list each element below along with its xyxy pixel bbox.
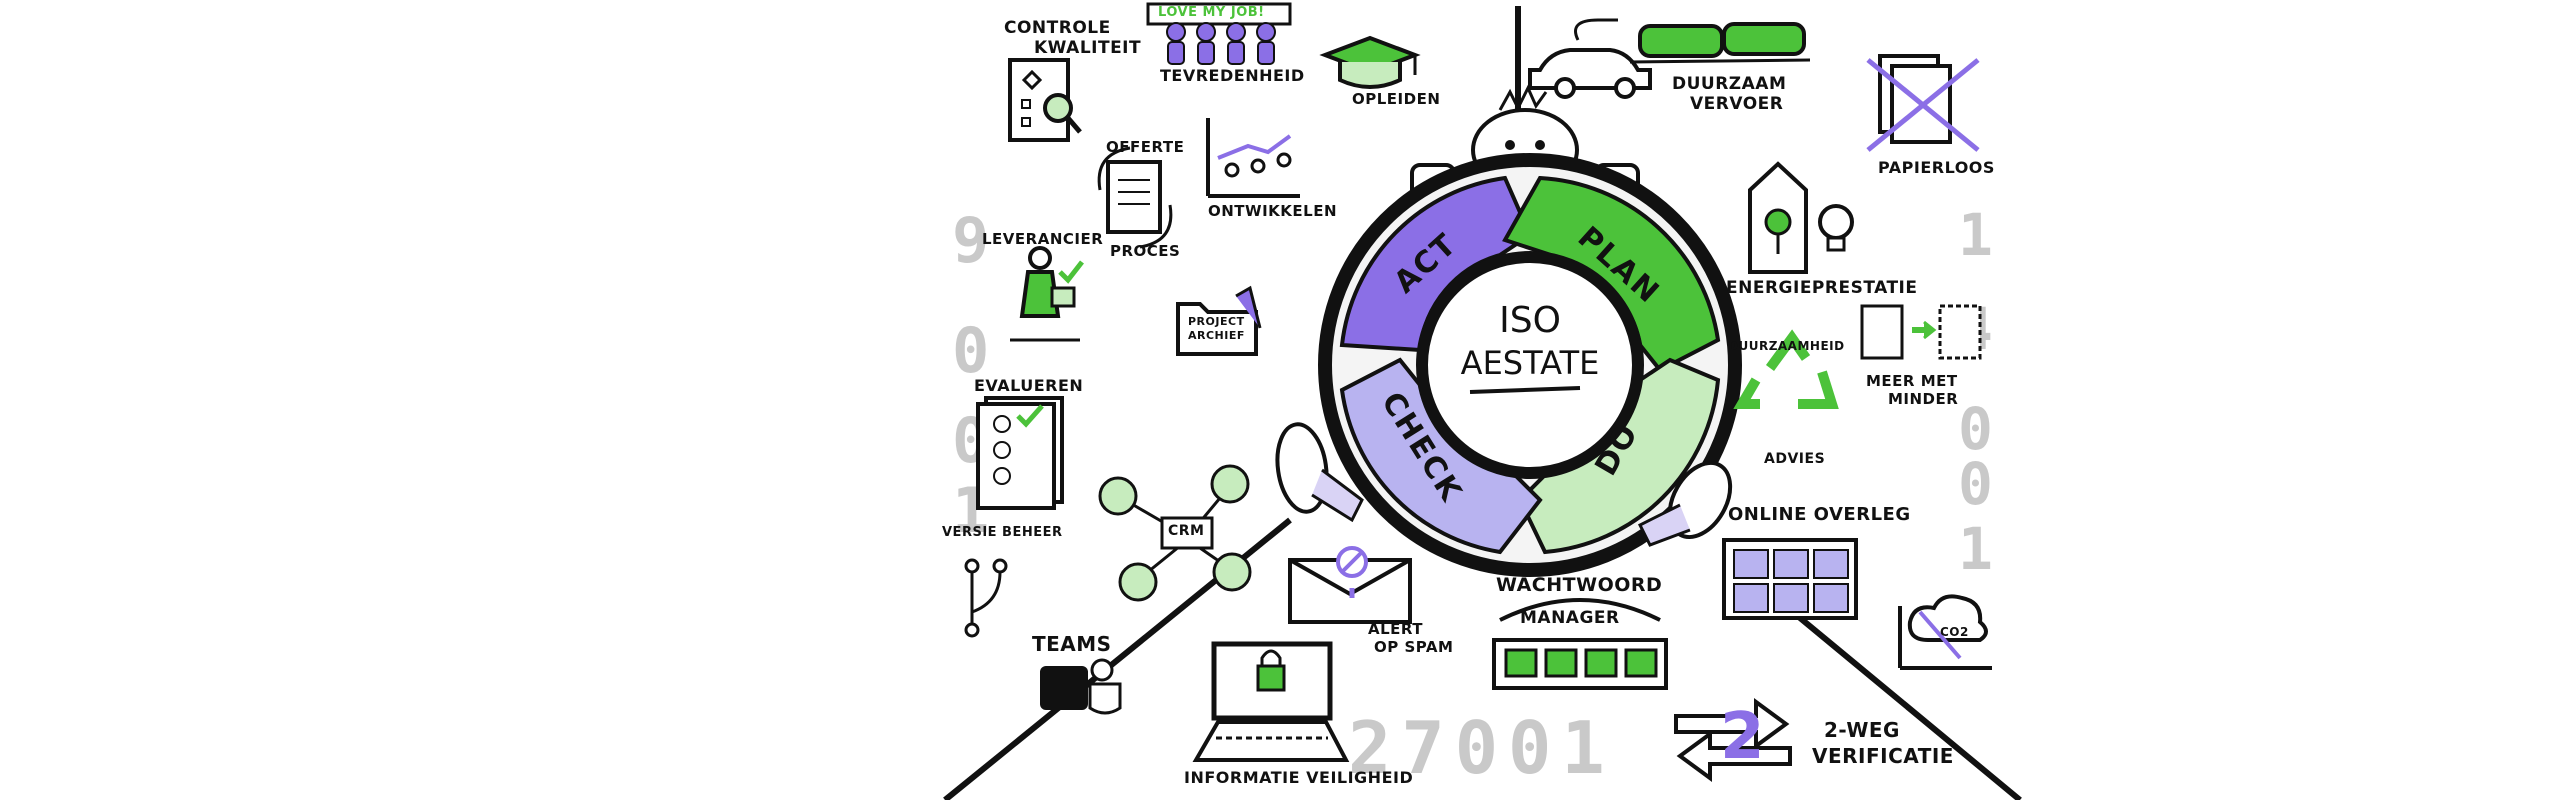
label-wachtwoord: WACHTWOORD	[1496, 574, 1663, 596]
ghost-right-4: 0	[1958, 450, 1993, 518]
label-verificatie: VERIFICATIE	[1812, 744, 1954, 768]
center-title-iso: ISO	[1499, 300, 1561, 341]
folder-icon	[1176, 285, 1262, 356]
label-advies: ADVIES	[1764, 451, 1826, 467]
supplier-person-icon	[1010, 246, 1084, 342]
label-offerte: OFFERTE	[1106, 138, 1185, 156]
label-leverancier: LEVERANCIER	[982, 230, 1104, 248]
version-branch-icon	[964, 558, 1008, 638]
label-versiebeheer: VERSIE BEHEER	[942, 525, 1063, 540]
label-2weg-number: 2	[1720, 700, 1766, 774]
label-2weg: 2-WEG	[1824, 718, 1900, 742]
growth-chart-icon	[1206, 118, 1300, 198]
label-co2: CO2	[1940, 625, 1969, 639]
pdca-ring	[1318, 153, 1742, 577]
car-train-icon	[1528, 18, 1811, 99]
ghost-right-5: 1	[1958, 515, 1993, 583]
teams-logo-icon	[1040, 658, 1122, 715]
label-alert: ALERT	[1368, 620, 1424, 638]
label-project: PROJECT	[1188, 315, 1245, 328]
ghost-left-2: 0	[952, 314, 990, 387]
label-tevredenheid: TEVREDENHEID	[1160, 66, 1305, 85]
recycle-icon	[1733, 329, 1839, 409]
ghost-right-1: 1	[1958, 201, 1993, 269]
label-op-spam: OP SPAM	[1374, 638, 1454, 656]
label-manager: MANAGER	[1520, 608, 1620, 628]
label-duurzaam: DUURZAAM	[1672, 74, 1787, 94]
laptop-lock-icon	[1192, 641, 1350, 762]
label-meer-met: MEER MET	[1866, 372, 1958, 390]
label-crm: CRM	[1168, 523, 1205, 539]
label-energieprestatie: ENERGIEPRESTATIE	[1726, 278, 1918, 298]
happy-team-icon	[1146, 2, 1292, 65]
spam-envelope-icon	[1288, 546, 1412, 624]
two-way-arrows-icon	[1674, 698, 1792, 782]
paperless-icon	[1866, 54, 1980, 152]
evaluation-form-icon	[976, 396, 1064, 510]
buildings-icon	[1860, 304, 1982, 360]
crm-network-icon	[1098, 464, 1252, 602]
label-papierloos: PAPIERLOOS	[1878, 158, 1995, 177]
video-call-icon	[1722, 538, 1858, 620]
label-ontwikkelen: ONTWIKKELEN	[1208, 202, 1338, 220]
energy-house-icon	[1748, 161, 1854, 274]
label-opleiden: OPLEIDEN	[1352, 90, 1441, 108]
graduation-cap-icon	[1319, 35, 1421, 89]
right-foot	[1637, 461, 1733, 547]
label-evalueren: EVALUEREN	[974, 376, 1084, 395]
label-teams: TEAMS	[1032, 632, 1112, 656]
co2-cloud-icon	[1898, 594, 1992, 670]
label-kwaliteit: KWALITEIT	[1034, 38, 1142, 58]
password-manager-icon	[1492, 598, 1668, 690]
label-online-overleg: ONLINE OVERLEG	[1728, 504, 1911, 525]
label-proces: PROCES	[1110, 242, 1181, 260]
process-cycle-icon	[1097, 146, 1173, 249]
label-love-my-job: LOVE MY JOB!	[1158, 5, 1265, 20]
label-archief: ARCHIEF	[1188, 329, 1245, 342]
ghost-number-bottom: 27001	[1348, 706, 1615, 790]
center-title-aestate: AESTATE	[1460, 344, 1600, 382]
left-foot	[1275, 422, 1364, 523]
label-minder: MINDER	[1888, 390, 1959, 408]
label-duurzaamheid: DUURZAAMHEID	[1728, 339, 1845, 353]
ghost-left-1: 9	[952, 204, 990, 277]
label-informatie-veiligheid: INFORMATIE VEILIGHEID	[1184, 768, 1414, 787]
certificate-magnifier-icon	[1008, 58, 1082, 142]
ghost-right-3: 0	[1958, 395, 1993, 463]
label-vervoer: VERVOER	[1690, 94, 1784, 114]
label-controle: CONTROLE	[1004, 18, 1111, 38]
